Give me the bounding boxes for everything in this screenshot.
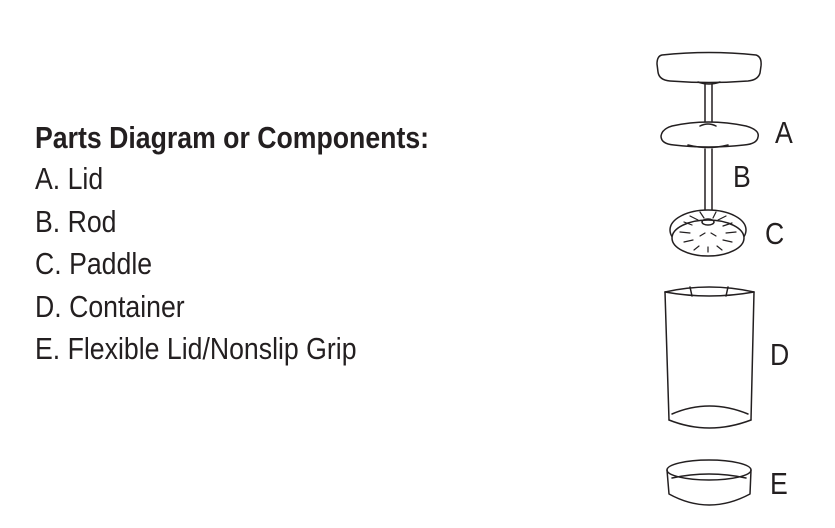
callout-e: E [770,466,788,501]
part-item-rod: B. Rod [35,203,117,239]
paddle-part [669,209,747,257]
flexible-lid-part [666,459,752,506]
part-item-lid: A. Lid [35,161,104,196]
part-item-paddle: C. Paddle [35,246,153,281]
rod-part [704,148,713,216]
parts-list: Parts Diagram or Components: A. Lid B. R… [35,118,493,371]
handle-knob [656,51,762,85]
part-item-flexible-lid: E. Flexible Lid/Nonslip Grip [35,331,357,366]
callout-d: D [770,337,790,372]
callout-b: B [733,159,751,194]
upper-rod [704,83,713,123]
parts-title: Parts Diagram or Components: [35,120,430,155]
callout-a: A [775,115,793,150]
part-item-container: D. Container [35,288,185,324]
callout-c: C [765,216,785,251]
lid-part [660,121,759,149]
container-part [664,286,755,429]
